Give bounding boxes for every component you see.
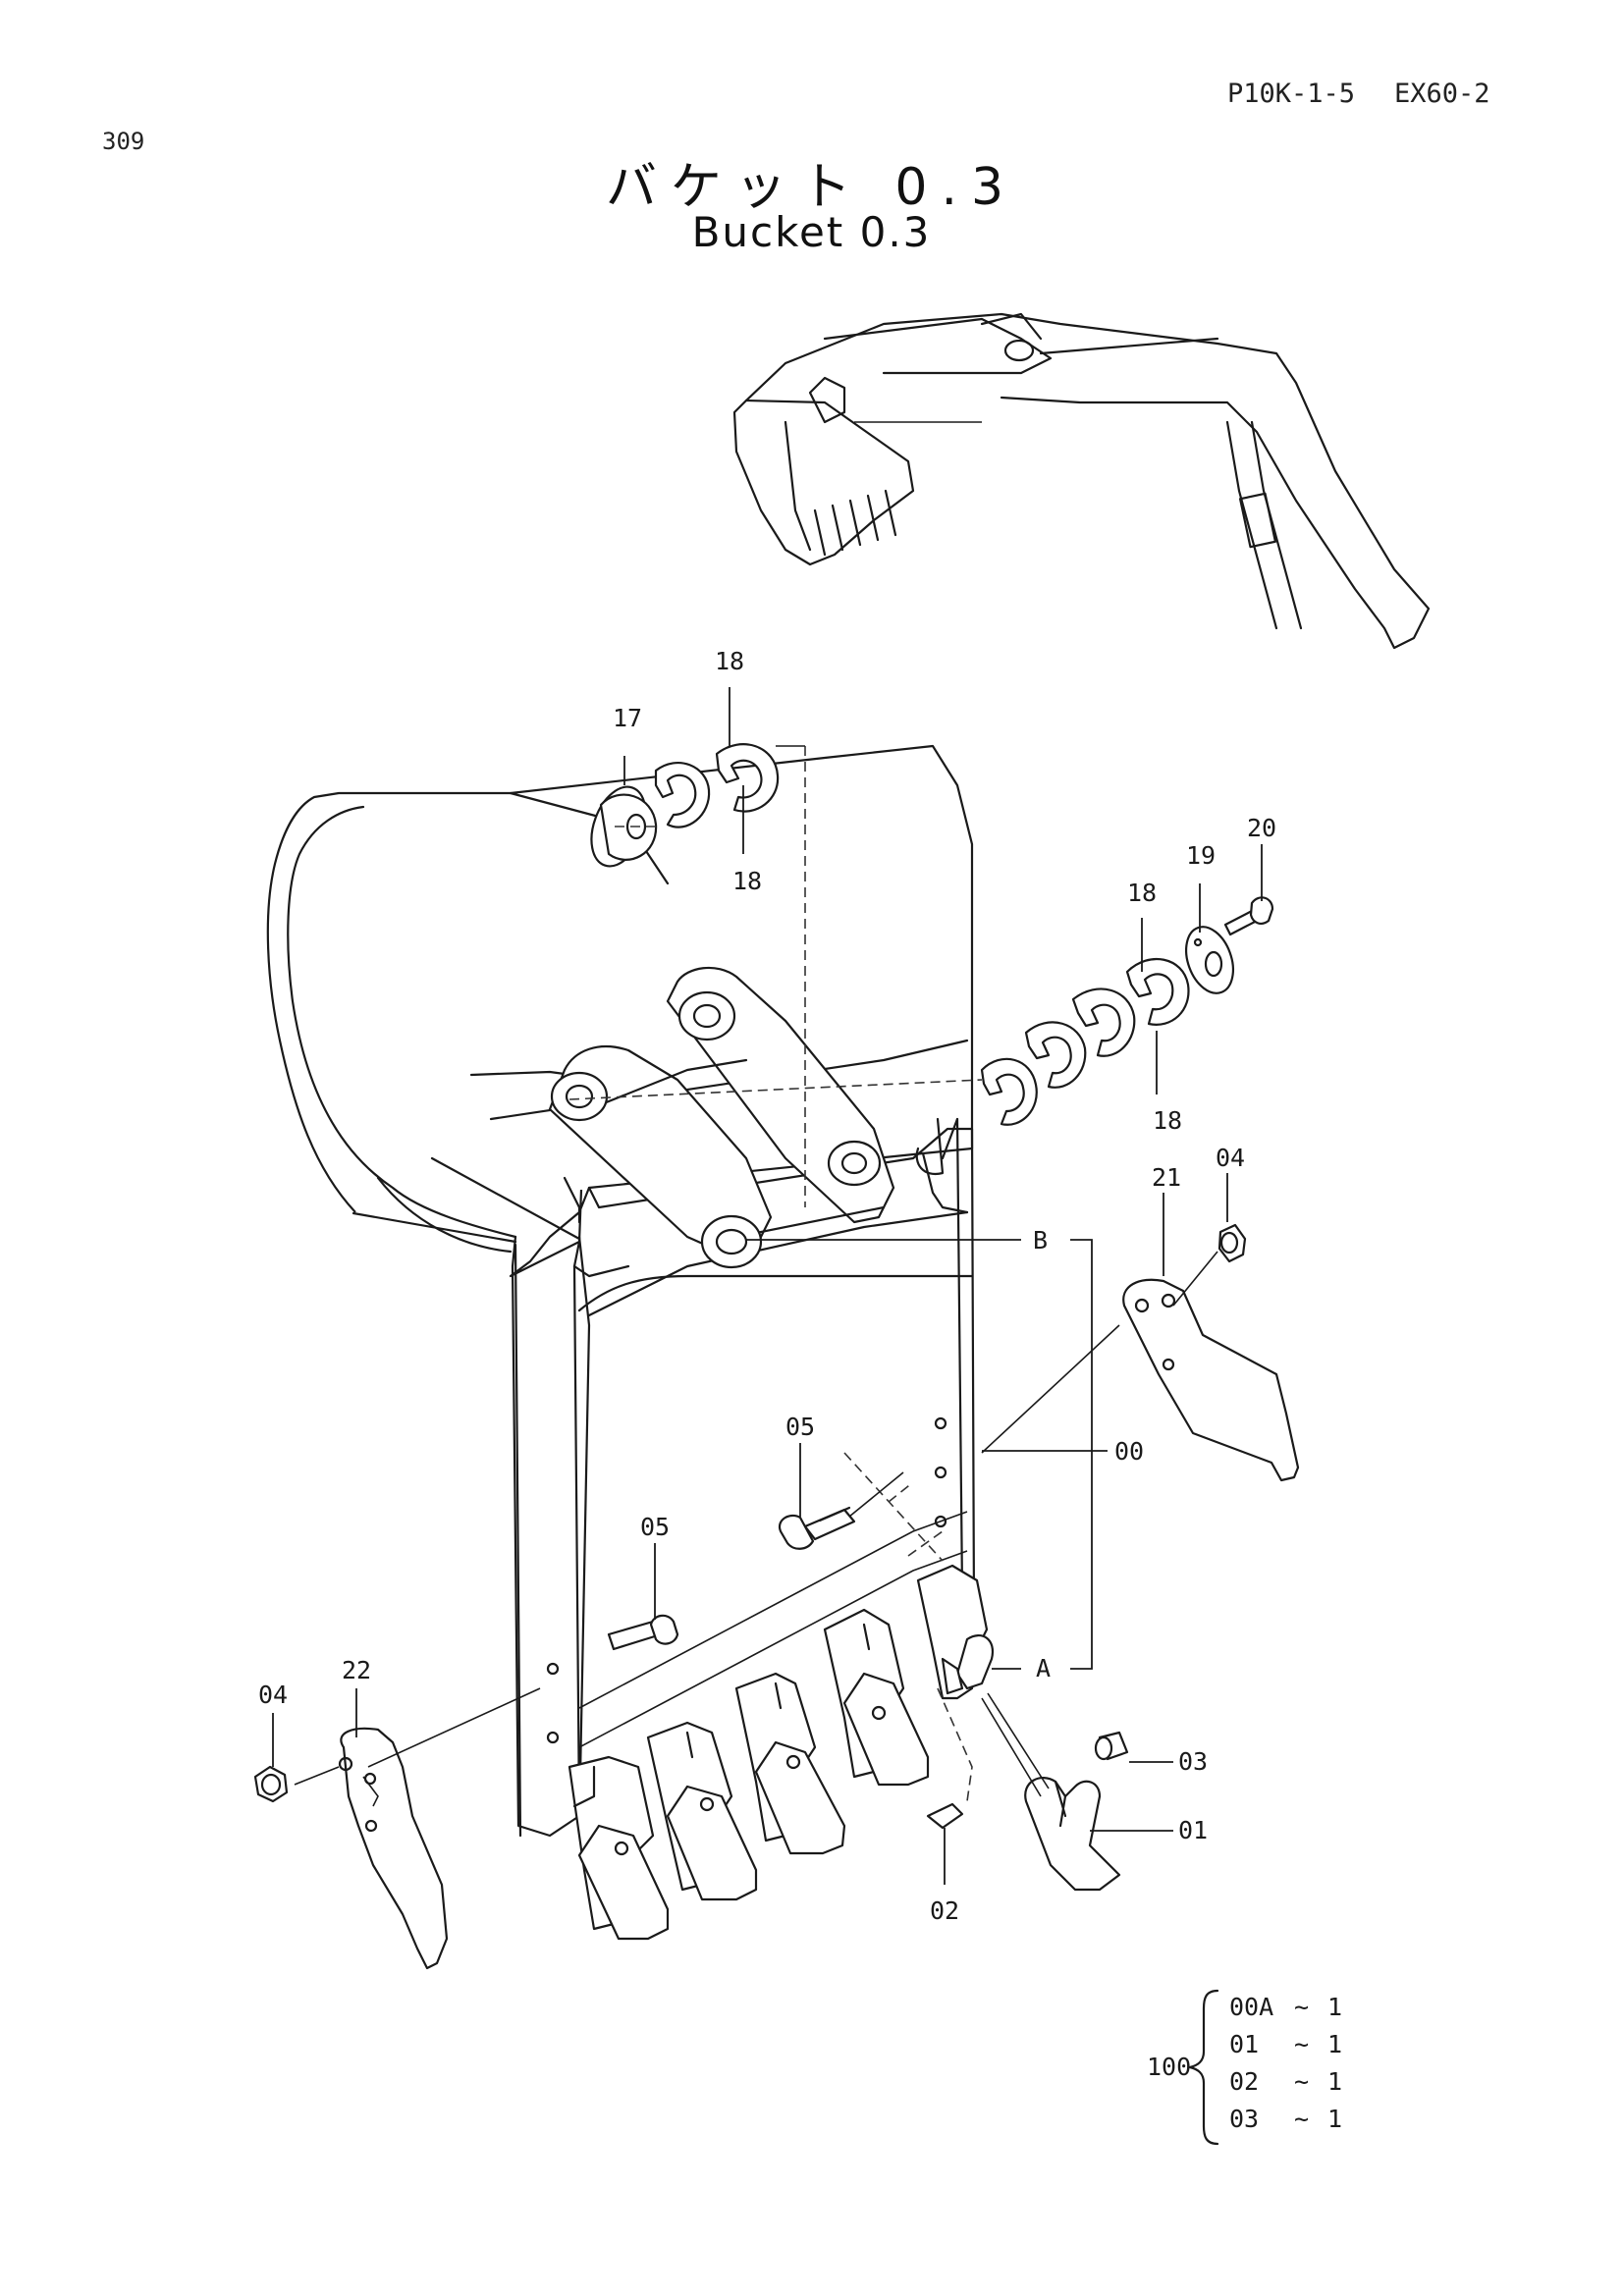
bolt-20 [1223, 896, 1274, 936]
shim-18-right-a [980, 1057, 1038, 1126]
kit-item-sep: ~ [1294, 1993, 1310, 2021]
callout-17: 17 [613, 704, 642, 732]
tooth-pin-03 [1094, 1731, 1129, 1761]
tooth-adapters [568, 1564, 995, 1941]
callout-18-right-bottom: 18 [1153, 1106, 1182, 1135]
callout-04-left: 04 [258, 1681, 288, 1709]
callout-21: 21 [1152, 1163, 1181, 1192]
lock-02 [926, 1802, 964, 1830]
kit-item-qty: 1 [1327, 2030, 1343, 2058]
bucket-link-brackets [548, 966, 945, 1269]
kit-item-qty: 1 [1327, 2105, 1343, 2133]
callout-19: 19 [1186, 841, 1216, 870]
model-code: EX60-2 [1394, 79, 1490, 109]
title-english: Bucket 0.3 [691, 208, 932, 256]
shim-18-top-b [715, 743, 780, 813]
parts-code: P10K-1-5 [1227, 79, 1356, 109]
bolt-05-center [778, 1506, 856, 1550]
kit-item-part: 02 [1229, 2067, 1260, 2096]
callout-05-center: 05 [785, 1413, 815, 1441]
kit-item-sep: ~ [1294, 2067, 1310, 2096]
shim-18-right-d [1125, 957, 1190, 1026]
callout-22: 22 [342, 1656, 371, 1684]
page-number: 309 [102, 128, 145, 155]
kit-item-sep: ~ [1294, 2030, 1310, 2058]
kit-item-qty: 1 [1327, 2067, 1343, 2096]
washer-19 [1185, 926, 1234, 994]
shim-18-right-c [1071, 988, 1136, 1057]
callout-A: A [1036, 1654, 1051, 1682]
kit-item-part: 03 [1229, 2105, 1260, 2133]
kit-item-part: 00A [1229, 1993, 1274, 2021]
kit-brace [1188, 1989, 1219, 2146]
callout-00: 00 [1114, 1437, 1144, 1466]
nut-04-left [253, 1765, 289, 1803]
shim-18-right-b [1024, 1021, 1087, 1089]
excavator-arm-inset [732, 312, 1431, 650]
callout-01: 01 [1178, 1816, 1208, 1844]
kit-item-part: 01 [1229, 2030, 1260, 2058]
assembly-guide-lines [294, 745, 1218, 1802]
callout-18-mid: 18 [732, 867, 762, 895]
kit-item-qty: 1 [1327, 1993, 1343, 2021]
callout-20: 20 [1247, 814, 1276, 842]
kit-number: 100 [1147, 2053, 1192, 2081]
bolt-05-left [607, 1614, 679, 1651]
shim-18-top-a [654, 761, 711, 828]
side-cutter-22 [338, 1727, 449, 1970]
callout-04-right: 04 [1216, 1144, 1245, 1172]
callout-B: B [1033, 1226, 1048, 1255]
callout-02: 02 [930, 1896, 959, 1925]
title-japanese: バケット 0.3 [605, 158, 1018, 217]
callout-03: 03 [1178, 1747, 1208, 1776]
leader-lines [272, 687, 1263, 1885]
callout-18-top: 18 [715, 647, 744, 675]
side-cutter-21 [1122, 1278, 1300, 1482]
callout-18-right-top: 18 [1127, 879, 1157, 907]
callout-labels: 17 18 18 18 18 19 20 04 21 B 00 05 05 A … [258, 647, 1276, 1925]
callout-05-left: 05 [640, 1513, 670, 1541]
nut-04-right [1217, 1223, 1247, 1263]
kit-item-sep: ~ [1294, 2105, 1310, 2133]
